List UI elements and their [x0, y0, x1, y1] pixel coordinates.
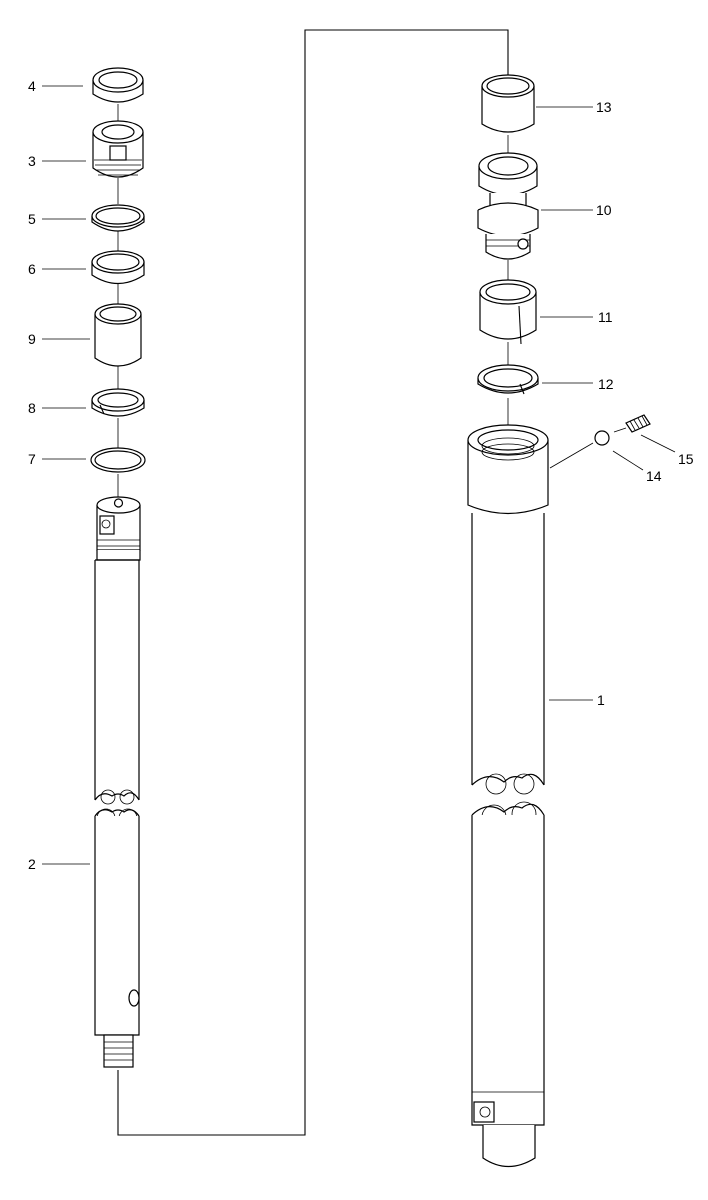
callout-7: 7: [28, 451, 36, 467]
part-3-threaded-nut: [92, 120, 144, 178]
part-1-outer-tube-lower: [471, 801, 545, 1168]
callout-1: 1: [597, 692, 605, 708]
part-4-cap-ring: [92, 67, 144, 103]
callout-12: 12: [598, 376, 614, 392]
callout-5: 5: [28, 211, 36, 227]
callout-13: 13: [596, 99, 612, 115]
callout-11: 11: [598, 309, 613, 325]
right-leader-lines: [536, 106, 676, 701]
callout-9: 9: [28, 331, 36, 347]
callout-14: 14: [646, 468, 662, 484]
callout-3: 3: [28, 153, 36, 169]
callout-10: 10: [596, 202, 612, 218]
part-8-split-ring: [91, 388, 145, 417]
callout-15: 15: [678, 451, 694, 467]
callout-6: 6: [28, 261, 36, 277]
left-leader-lines: [42, 85, 90, 865]
callout-2: 2: [28, 856, 36, 872]
part-11-split-bushing: [479, 279, 537, 345]
part-1-outer-tube-upper: [467, 424, 549, 795]
part-9-sleeve: [94, 303, 142, 367]
part-7-o-ring: [90, 447, 146, 473]
part-14-ball: [594, 430, 610, 446]
part-6-collar: [91, 250, 145, 285]
part-2-shaft-upper: [94, 496, 141, 805]
part-13-bushing: [481, 74, 535, 133]
assembly-connector-line: [117, 29, 509, 1136]
part-12-split-ring: [477, 364, 539, 395]
part-15-set-screw: [613, 414, 651, 433]
part-10-fitting: [477, 152, 539, 260]
callout-8: 8: [28, 400, 36, 416]
part-5-ring: [91, 204, 145, 232]
part-2-shaft-lower: [94, 808, 140, 1068]
callout-4: 4: [28, 78, 36, 94]
